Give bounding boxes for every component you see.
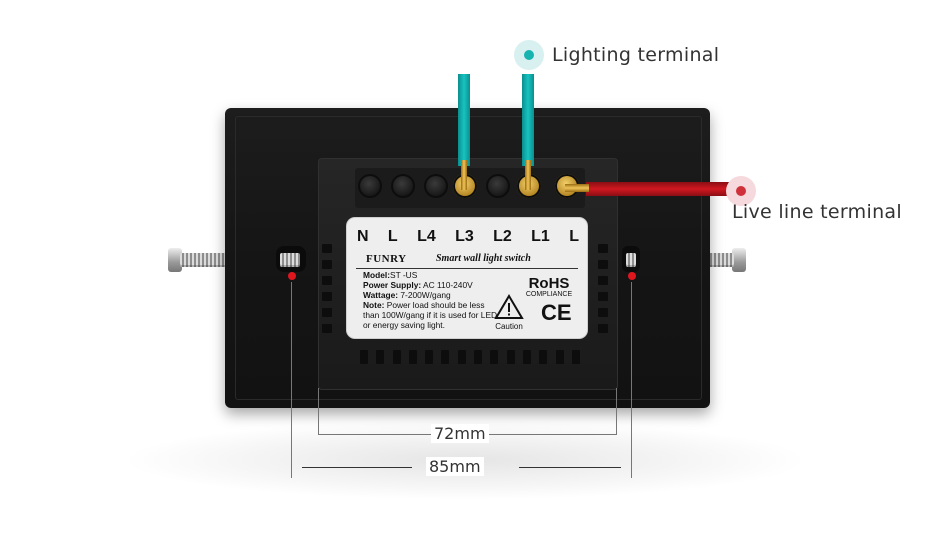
vent — [322, 308, 332, 317]
right-bolt-head — [732, 248, 746, 272]
bottom-vents — [360, 350, 580, 366]
power-key: Power Supply: — [363, 280, 422, 290]
live-wire — [586, 182, 740, 196]
terminal-label-l: L — [387, 228, 398, 245]
terminal-screw-l2 — [486, 174, 510, 198]
lighting-callout-dot-icon — [514, 40, 544, 70]
left-bolt-head — [168, 248, 182, 272]
outer-dim-left-ext — [291, 282, 292, 478]
note-key: Note: — [363, 300, 385, 310]
wattage-value: 7-200W/gang — [400, 290, 451, 300]
note-value: Power load should be less than 100W/gang… — [363, 300, 498, 330]
terminal-label-l2: L2 — [493, 228, 512, 245]
vent — [457, 350, 466, 364]
live-wire-core — [565, 184, 589, 192]
terminal-screw-l4 — [424, 174, 448, 198]
model-value: ST -US — [389, 270, 418, 280]
lighting-wire-l1-core — [525, 160, 531, 190]
lighting-wire-l3-core — [461, 160, 467, 190]
left-hole-marker — [288, 272, 296, 280]
vent — [539, 350, 548, 364]
caution-triangle-icon — [494, 294, 524, 319]
live-callout-dot-icon — [726, 176, 756, 206]
lighting-callout-dot-center — [524, 50, 534, 60]
rohs-text: RoHS — [528, 275, 570, 292]
vent — [506, 350, 515, 364]
vent — [598, 292, 608, 301]
live-callout-dot-center — [736, 186, 746, 196]
outer-dim-line-left — [302, 467, 412, 468]
model-key: Model: — [363, 270, 390, 280]
terminal-label-l4: L4 — [417, 228, 436, 245]
power-value: AC 110-240V — [423, 280, 473, 290]
terminal-screw-n — [358, 174, 382, 198]
inner-dim-right-ext — [616, 388, 617, 435]
vent — [598, 276, 608, 285]
vent — [376, 350, 385, 364]
terminal-label-l3: L3 — [455, 228, 474, 245]
left-vents — [322, 244, 332, 333]
lighting-wire-l1 — [522, 74, 534, 166]
vent — [322, 244, 332, 253]
vent — [322, 292, 332, 301]
vent — [571, 350, 580, 364]
terminal-screw-l — [391, 174, 415, 198]
lighting-terminal-label: Lighting terminal — [552, 44, 720, 66]
brand-row: FUNRY Smart wall light switch — [356, 252, 578, 269]
vent — [598, 308, 608, 317]
live-line-terminal-label: Live line terminal — [732, 201, 902, 223]
brand-name: FUNRY — [366, 253, 407, 265]
lighting-wire-l3 — [458, 74, 470, 166]
vent — [360, 350, 368, 364]
vent — [392, 350, 401, 364]
vent — [598, 244, 608, 253]
outer-dim-line-right — [519, 467, 621, 468]
vent — [322, 324, 332, 333]
vent — [474, 350, 483, 364]
terminal-label-live: L — [569, 228, 579, 245]
vent — [598, 260, 608, 269]
rohs-sub: COMPLIANCE — [525, 291, 573, 298]
right-vents — [598, 244, 608, 333]
vent — [555, 350, 564, 364]
inner-dim-left-ext — [318, 388, 319, 435]
right-hole-marker — [628, 272, 636, 280]
right-bolt-through — [626, 253, 636, 267]
caution-text: Caution — [495, 322, 523, 331]
outer-dim-value: 85mm — [426, 457, 484, 476]
vent — [408, 350, 417, 364]
vent — [322, 276, 332, 285]
terminal-label-l1: L1 — [531, 228, 550, 245]
vent — [441, 350, 450, 364]
vent — [425, 350, 434, 364]
vent — [322, 260, 332, 269]
rohs-mark: RoHS COMPLIANCE — [519, 276, 579, 299]
ce-mark: CE — [541, 300, 572, 325]
vent — [522, 350, 531, 364]
wattage-key: Wattage: — [363, 290, 399, 300]
outer-dim-right-ext — [631, 282, 632, 478]
terminal-label-n: N — [357, 228, 369, 245]
spec-block: Model:ST -US Power Supply: AC 110-240V W… — [363, 270, 503, 330]
product-tagline: Smart wall light switch — [436, 253, 531, 264]
product-label — [347, 218, 587, 338]
terminal-labels: N L L4 L3 L2 L1 L — [357, 228, 579, 246]
inner-dim-value: 72mm — [431, 424, 489, 443]
left-bolt-through — [280, 253, 300, 267]
vent — [598, 324, 608, 333]
vent — [490, 350, 499, 364]
